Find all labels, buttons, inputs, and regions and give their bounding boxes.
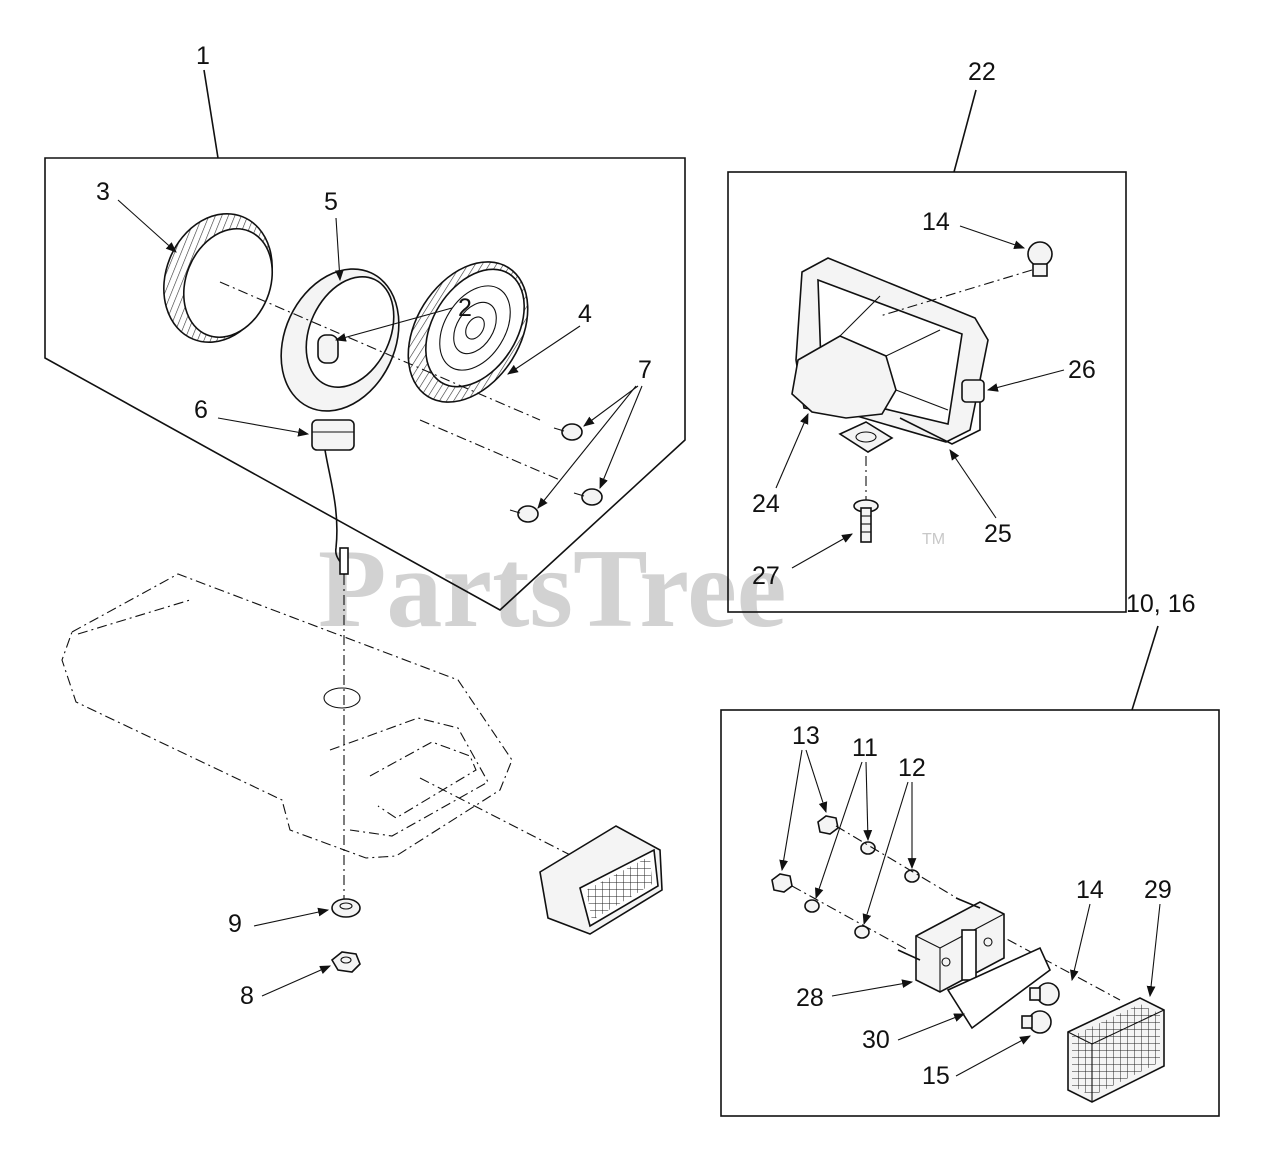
part-14-bulb-flood [1027,241,1053,277]
group-10-16-frame [720,709,1220,1117]
callout-6: 6 [194,396,208,424]
callout-12: 12 [898,754,926,782]
callout-11: 11 [852,734,878,762]
watermark: PartsTree TM [318,527,945,651]
callout-1: 1 [196,42,210,70]
group-22-frame [727,171,1127,613]
part-8-nut [330,951,361,973]
part-4-lens [407,261,529,403]
part-9-washer [331,898,361,918]
part-26-knob [961,379,985,403]
part-24-lamp-housing [791,257,989,443]
callout-26: 26 [1068,356,1096,384]
callout-4: 4 [578,300,592,328]
group-10-16-leader [1131,625,1159,711]
callout-29: 29 [1144,876,1172,904]
part-12-washers [854,869,920,939]
callout-10-16: 10, 16 [1126,590,1196,618]
part-11-washers [804,841,876,913]
callout-15: 15 [922,1062,950,1090]
part-14-bulb-tail [1029,982,1060,1006]
callout-2: 2 [458,294,472,322]
part-25-bracket [838,388,981,453]
part-5-housing [280,268,400,412]
group-22-flood-light: 22 [727,58,1127,613]
watermark-trademark: TM [922,531,945,548]
part-29-lens [1067,997,1165,1103]
callout-22: 22 [968,58,996,86]
callout-27: 27 [752,562,780,590]
machine-hood-outline [61,573,663,935]
callout-14-tail: 14 [1076,876,1104,904]
group-22-leader [953,89,977,173]
callout-14-flood: 14 [922,208,950,236]
callout-7: 7 [638,356,652,384]
callout-24: 24 [752,490,780,518]
part-27-bolt [853,499,879,543]
callout-9: 9 [228,910,242,938]
part-3-bezel-ring [163,212,274,344]
group-1-leader [203,69,219,159]
part-6-grommet [311,419,355,576]
callout-8: 8 [240,982,254,1010]
part-7-screws [509,423,603,523]
part-15-bulb [1021,1010,1052,1034]
rear-lamp [539,825,663,935]
callout-25: 25 [984,520,1012,548]
callout-30: 30 [862,1026,890,1054]
part-2-bulb [317,334,339,364]
part-28-lamp-housing [897,897,1005,993]
callout-3: 3 [96,178,110,206]
callout-13: 13 [792,722,820,750]
callout-5: 5 [324,188,338,216]
group-1-work-light: 1 3 5 2 4 7 6 [44,42,686,905]
callout-28: 28 [796,984,824,1012]
group-1-frame [44,157,686,611]
group-10-16-tail-light: 10, 16 [720,590,1220,1117]
watermark-text: PartsTree [318,527,787,651]
part-13-nuts [771,815,839,893]
